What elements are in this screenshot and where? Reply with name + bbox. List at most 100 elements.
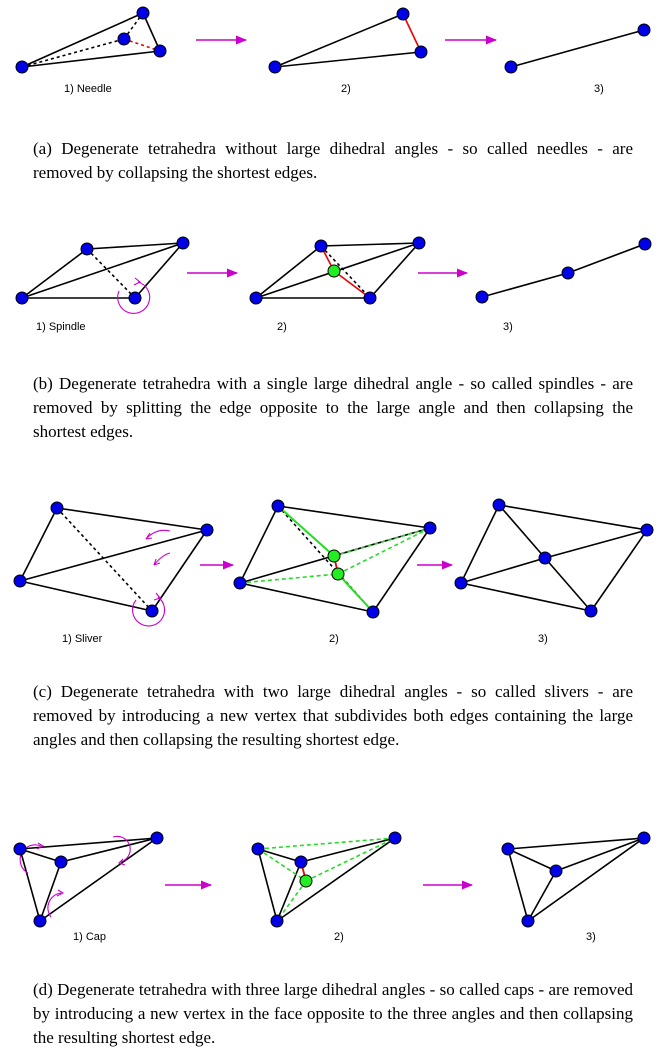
step-label: 2) [277,321,287,333]
vertex [54,855,68,869]
vertex [363,291,377,305]
vertex [637,23,651,37]
vertex [475,290,489,304]
vertex [396,7,410,21]
edge [276,837,396,922]
edge [507,848,557,872]
edge [277,505,431,529]
vertex [150,831,164,845]
vertex [268,60,282,74]
new-edge [257,848,307,882]
new-edge [257,837,396,850]
edge [255,245,322,299]
vertex [492,498,506,512]
edge [39,837,158,922]
edge [300,837,396,863]
vertex [638,237,652,251]
caption-spindle: (b) Degenerate tetrahedra with a single … [33,374,633,441]
edge [60,837,158,863]
edge [19,848,41,922]
shortest-edge [333,270,371,299]
edge [19,529,208,582]
edge [274,51,422,68]
vertex [153,44,167,58]
panel-needle: 1) Needle 2) 3) [15,6,651,95]
vertex [561,266,575,280]
dihedral-angle-icon [117,277,151,314]
vertex [640,523,654,537]
edge [21,248,88,299]
edge [21,50,161,68]
edge [21,242,184,299]
new-vertex [299,874,313,888]
edge [460,582,592,612]
edge [39,861,62,922]
new-edge [333,527,431,557]
vertex [249,291,263,305]
vertex [637,831,651,845]
new-edge [239,573,339,584]
step-label: 1) Needle [64,83,112,95]
vertex [13,574,27,588]
hidden-edge [56,507,153,612]
vertex [80,242,94,256]
edge [274,13,404,68]
edge [510,29,645,68]
vertex [50,501,64,515]
vertex [145,604,159,618]
step-label: 2) [329,633,339,645]
vertex [366,605,380,619]
edge [239,505,279,584]
edge [21,12,144,68]
edge [369,242,420,299]
edge [239,582,374,613]
vertex [412,236,426,250]
dihedral-angle-icon [132,592,166,627]
vertex [423,521,437,535]
edge [134,242,184,299]
vertex [271,499,285,513]
edge [19,848,62,863]
hidden-edge [21,38,125,68]
edge [320,242,420,247]
vertex [15,291,29,305]
edge [527,837,645,922]
edge [507,837,645,850]
edge [527,870,557,922]
step-label: 2) [334,931,344,943]
vertex [270,914,284,928]
step-label: 1) Sliver [62,633,103,645]
new-vertex [327,264,341,278]
step-label: 3) [538,633,548,645]
new-vertex [331,567,345,581]
vertex [504,60,518,74]
step-label: 1) Spindle [36,321,86,333]
vertex [136,6,150,20]
edge [372,527,431,613]
vertex [33,914,47,928]
vertex [314,239,328,253]
edge [19,837,158,850]
step-label: 3) [594,83,604,95]
caption-sliver: (c) Degenerate tetrahedra with two large… [33,682,633,749]
edge [498,504,648,531]
panel-sliver: 1) Sliver 2) 3) [13,498,654,645]
vertex [117,32,131,46]
step-label: 1) Cap [73,931,106,943]
vertex [501,842,515,856]
vertex [200,523,214,537]
vertex [521,914,535,928]
edge [142,12,161,52]
edge [544,529,648,559]
edge [257,848,278,922]
edge [19,580,153,612]
split-edge [337,573,374,613]
edge [590,529,648,612]
edge [555,837,645,872]
vertex [233,576,247,590]
vertex [584,604,598,618]
shortest-edge [402,13,422,53]
new-edge [305,837,396,882]
step-label: 3) [503,321,513,333]
